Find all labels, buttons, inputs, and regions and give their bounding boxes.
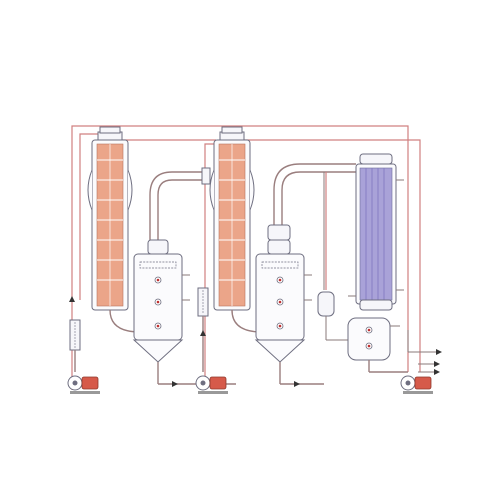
pump-1 [67, 375, 100, 394]
arrow-icon [434, 369, 440, 375]
arrow-icon [294, 381, 300, 387]
pump-2 [195, 375, 228, 394]
flowmeter-2 [197, 287, 209, 317]
effect-2-heater [209, 126, 270, 333]
condenser [348, 153, 404, 311]
arrow-icon [436, 349, 442, 355]
effect-2-separator [254, 163, 356, 384]
pump-3 [400, 375, 433, 394]
effect-1-heater [87, 126, 150, 333]
effect-1-separator [132, 167, 211, 384]
arrow-icon [200, 330, 206, 336]
arrow-icon [434, 361, 440, 367]
arrow-icon [69, 296, 75, 302]
trap [317, 172, 356, 341]
arrow-icon [172, 381, 178, 387]
flow-arrows [69, 296, 442, 387]
flowmeter-1 [69, 319, 81, 351]
receiver-tank [347, 317, 409, 373]
